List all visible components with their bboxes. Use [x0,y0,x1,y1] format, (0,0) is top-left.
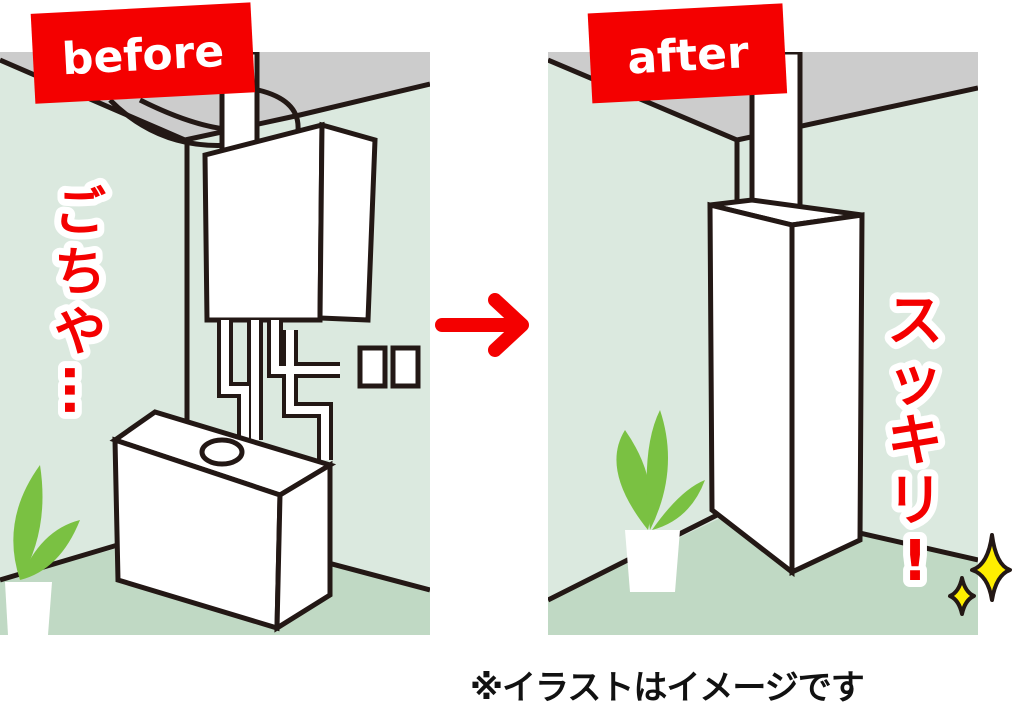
after-label: after [587,3,788,104]
after-caption-4: リ [887,469,943,534]
before-caption-1: ご [54,183,106,243]
svg-text:before: before [61,26,226,85]
svg-text:after: after [626,27,750,84]
after-caption-5: ! [902,529,928,594]
after-panel: ス ッ キ リ ! [548,52,978,635]
before-caption-3: や [54,303,106,363]
before-caption-2: ち [54,243,106,303]
before-panel: ご ち や … [0,52,430,635]
before-label: before [30,2,256,104]
arrow-right-icon [435,293,529,357]
after-caption-2: ッ [887,349,943,414]
sparkle-icon [948,533,1012,616]
after-caption-3: キ [887,409,943,474]
before-caption-4: … [52,364,112,416]
disclaimer-note: ※イラストはイメージです [470,668,865,708]
after-caption-1: ス [887,289,943,354]
